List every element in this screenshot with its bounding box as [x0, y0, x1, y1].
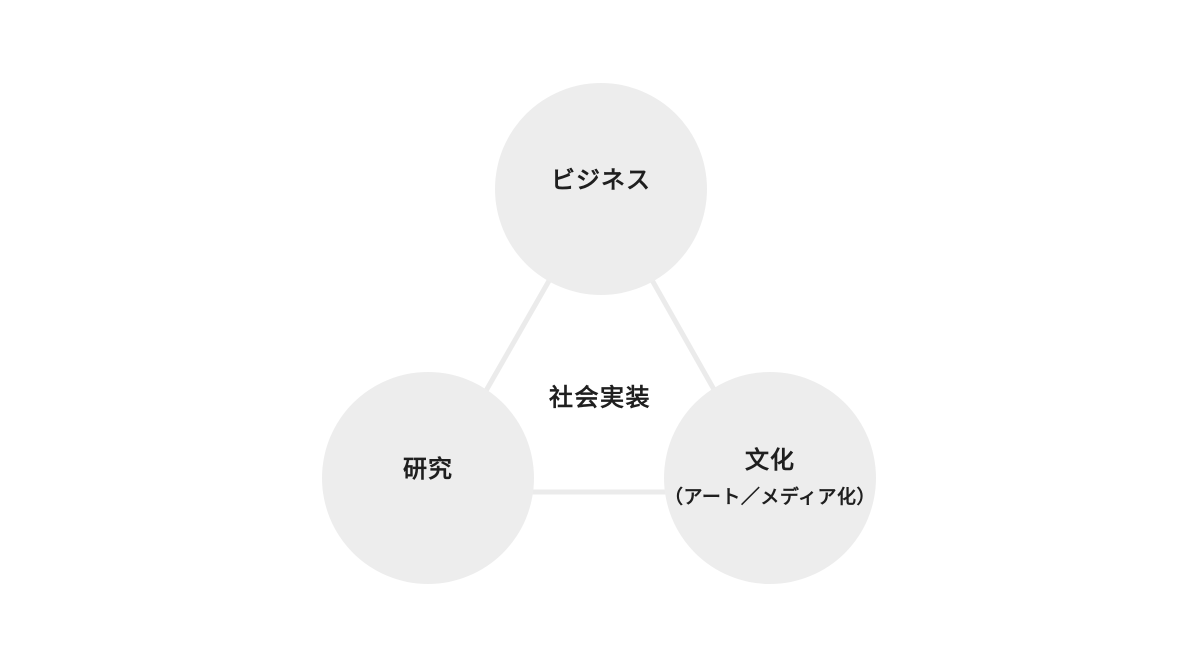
node-culture-sublabel: （アート／メディア化） — [664, 486, 877, 508]
node-culture: 文化 （アート／メディア化） — [664, 372, 876, 584]
node-business: ビジネス — [495, 83, 707, 295]
node-business-label: ビジネス — [551, 166, 651, 194]
node-research-label: 研究 — [403, 455, 453, 483]
center-label: 社会実装 — [549, 384, 651, 412]
node-research: 研究 — [322, 372, 534, 584]
node-culture-label: 文化 — [745, 446, 795, 474]
